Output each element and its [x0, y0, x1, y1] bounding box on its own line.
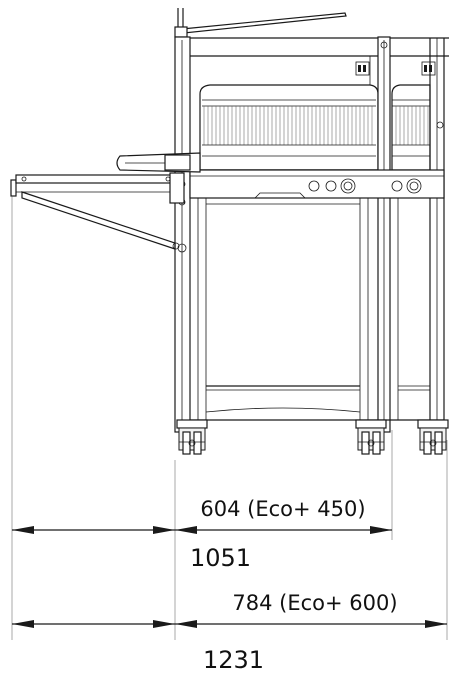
control-knobs-left — [308, 178, 356, 194]
side-shelf — [10, 172, 185, 250]
control-knobs-right — [391, 178, 422, 194]
caster-wheel — [417, 419, 449, 455]
dimension-line-seg-a — [175, 526, 392, 534]
blade-guard-right — [391, 84, 431, 171]
casters — [176, 419, 449, 455]
label-icon-right — [421, 61, 436, 76]
left-post — [174, 36, 191, 433]
dimension-line-total-b — [12, 620, 175, 628]
counter-top — [189, 169, 445, 199]
caster-wheel — [355, 419, 387, 455]
bag-holder — [116, 152, 201, 173]
right-frame — [429, 38, 445, 430]
dimension-label-total-b: 1231 — [203, 646, 264, 674]
center-post — [377, 36, 391, 433]
dimension-label-seg-a: 604 (Eco+ 450) — [200, 497, 365, 521]
caster-wheel — [176, 419, 208, 455]
label-icon-left — [355, 61, 370, 76]
blade-array-left — [203, 106, 373, 145]
dimension-label-seg-b: 784 (Eco+ 600) — [232, 591, 397, 615]
top-lever — [174, 8, 347, 55]
dimension-line-total-a — [12, 526, 175, 534]
dimension-label-total-a: 1051 — [190, 544, 251, 572]
dimension-extension-lines — [11, 196, 448, 640]
blade-guard-left — [199, 84, 379, 171]
lower-frame — [190, 197, 444, 421]
blade-array-right — [395, 106, 429, 145]
dimension-line-seg-b — [175, 620, 447, 628]
